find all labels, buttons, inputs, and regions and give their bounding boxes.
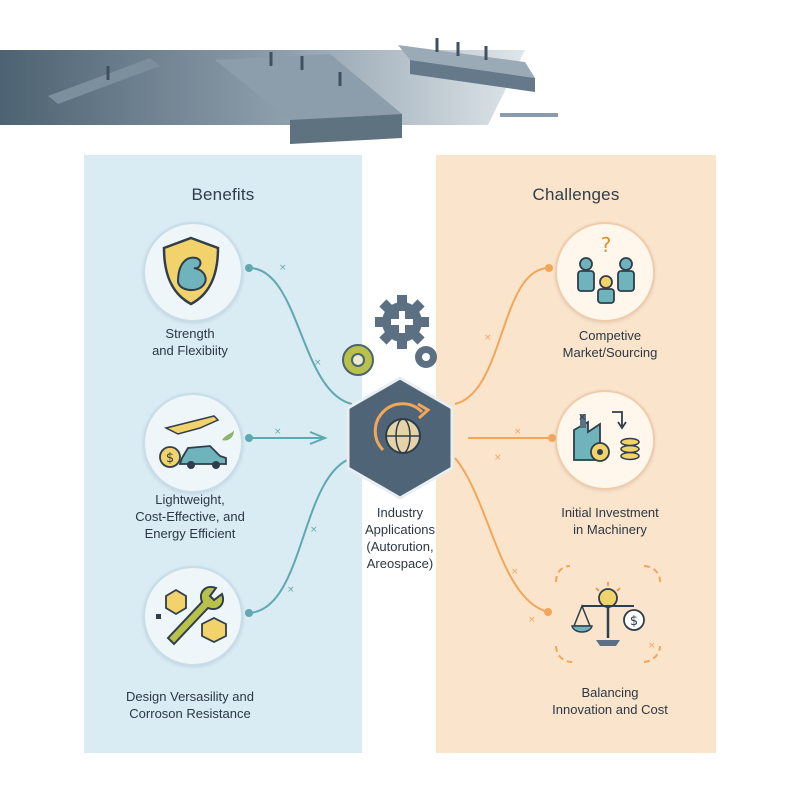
benefit-design-label: Design Versasility and Corroson Resistan…: [126, 689, 254, 721]
connector-balance: [454, 457, 549, 613]
arrowhead: [309, 431, 328, 445]
svg-text:×: ×: [287, 585, 295, 595]
challenges-title: Challenges: [532, 185, 620, 204]
challenge-connectors: [454, 267, 552, 613]
wrench-cubes-icon: [156, 586, 227, 646]
bolt-icons: [106, 38, 488, 86]
challenge-market-label: Competive Market/Sourcing: [562, 328, 658, 360]
cross-marks: × × × × ×: [274, 263, 322, 595]
benefits-title: Benefits: [191, 185, 255, 204]
beam-shape: [410, 60, 535, 92]
connector-market: [454, 267, 550, 405]
globe-hexagon-icon: [373, 402, 431, 454]
factory-gear-coins-icon: ×: [573, 411, 640, 462]
svg-text:×: ×: [578, 412, 586, 423]
challenge-icon-circle: [555, 222, 655, 322]
beam-shape: [398, 45, 535, 78]
people-question-icon: ?: [577, 233, 635, 304]
benefit-lightweight-label: Lightweight, Cost-Effective, and Energy …: [135, 492, 245, 541]
svg-text:×: ×: [484, 333, 492, 343]
benefit-connectors: [248, 267, 353, 614]
challenge-balance-label: Balancing Innovation and Cost: [552, 685, 668, 717]
connector-strength: [248, 267, 353, 405]
svg-text:×: ×: [648, 641, 656, 651]
beam-shape: [48, 58, 160, 104]
svg-text:×: ×: [494, 453, 502, 463]
gear-yellow-icon: [342, 344, 374, 376]
svg-text:$: $: [630, 614, 638, 629]
beam-shape: [48, 96, 58, 118]
svg-text:×: ×: [314, 358, 322, 368]
accent-bar: [500, 113, 558, 117]
svg-text:×: ×: [528, 615, 536, 625]
svg-text:×: ×: [279, 263, 287, 273]
svg-text:×: ×: [310, 525, 318, 535]
muscle-shield-icon: [162, 236, 220, 306]
gear-large-icon: [375, 295, 429, 349]
svg-text:$: $: [166, 451, 174, 466]
center-industry-label: Industry Applications (Autorution, Areos…: [364, 505, 436, 571]
connector-dots: [245, 264, 253, 617]
challenge-investment-label: Initial Investment in Machinery: [561, 505, 659, 537]
connector-dots: [544, 264, 556, 616]
lightbulb-scale-icon: $: [555, 565, 661, 663]
gear-small-icon: [415, 346, 437, 368]
svg-text:?: ?: [601, 233, 612, 257]
svg-text:×: ×: [511, 567, 519, 577]
steel-beams-illustration: [0, 38, 558, 144]
cross-marks: × × × × × ×: [484, 333, 656, 651]
benefit-strength-label: Strength and Flexibiity: [152, 326, 228, 358]
svg-text:×: ×: [514, 427, 522, 437]
benefit-icon-circle: [143, 393, 243, 493]
plane-car-dollar-icon: $: [159, 415, 234, 469]
connector-design: [248, 457, 353, 614]
beam-shape: [290, 114, 402, 144]
svg-text:×: ×: [274, 427, 282, 437]
beam-shape: [215, 54, 402, 120]
gear-icons: [342, 295, 437, 376]
